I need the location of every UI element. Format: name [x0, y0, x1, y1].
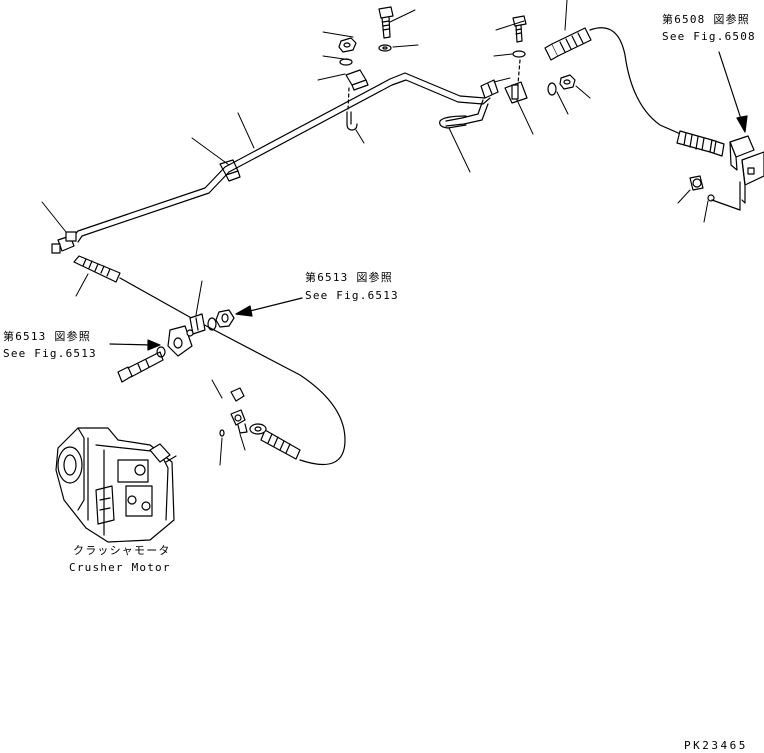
bolt-top-center: [378, 6, 394, 52]
ref-fig6513-right-jp: 第6513 図参照: [305, 271, 393, 284]
ref-fig6513-right-en: See Fig.6513: [305, 289, 399, 302]
hose-fitting-lower-right: [249, 423, 301, 460]
tube-clamp-upper: [345, 69, 369, 131]
nut-right: [547, 74, 576, 96]
tube-clamp-left: [51, 231, 77, 254]
hose-fitting-top-right: [676, 130, 725, 157]
motor-label-jp: クラッシャモータ: [73, 544, 171, 557]
clamp-bolt: [117, 346, 166, 383]
connector-fitting: [219, 387, 248, 437]
ref-fig6513-left-jp: 第6513 図参照: [3, 330, 91, 343]
hose-fitting-lower-left: [73, 255, 121, 283]
u-bolt: [439, 115, 467, 129]
leader-lines: [41, 0, 709, 466]
motor-label-en: Crusher Motor: [69, 561, 171, 574]
steel-tube: [71, 72, 491, 243]
nut-top-left: [338, 37, 357, 66]
reference-arrows: [109, 51, 748, 351]
hose-clip: [189, 313, 206, 335]
tube-end-elbow: [480, 79, 499, 99]
ref-fig6508-jp: 第6508 図参照: [662, 13, 750, 26]
plug-fitting: [689, 175, 715, 202]
ref-fig6508-en: See Fig.6508: [662, 30, 756, 43]
valve-block: [711, 135, 764, 211]
crusher-motor: [55, 427, 177, 543]
nut-washer-mid: [207, 309, 235, 331]
clamp-block: [167, 325, 194, 357]
ref-fig6513-left-en: See Fig.6513: [3, 347, 97, 360]
tube-clamp-mid: [219, 159, 241, 182]
hose-lower: [119, 277, 346, 466]
right-clip: [504, 59, 528, 104]
hose-fitting-top-left: [544, 27, 592, 61]
drawing-code: PK23465: [684, 739, 748, 752]
